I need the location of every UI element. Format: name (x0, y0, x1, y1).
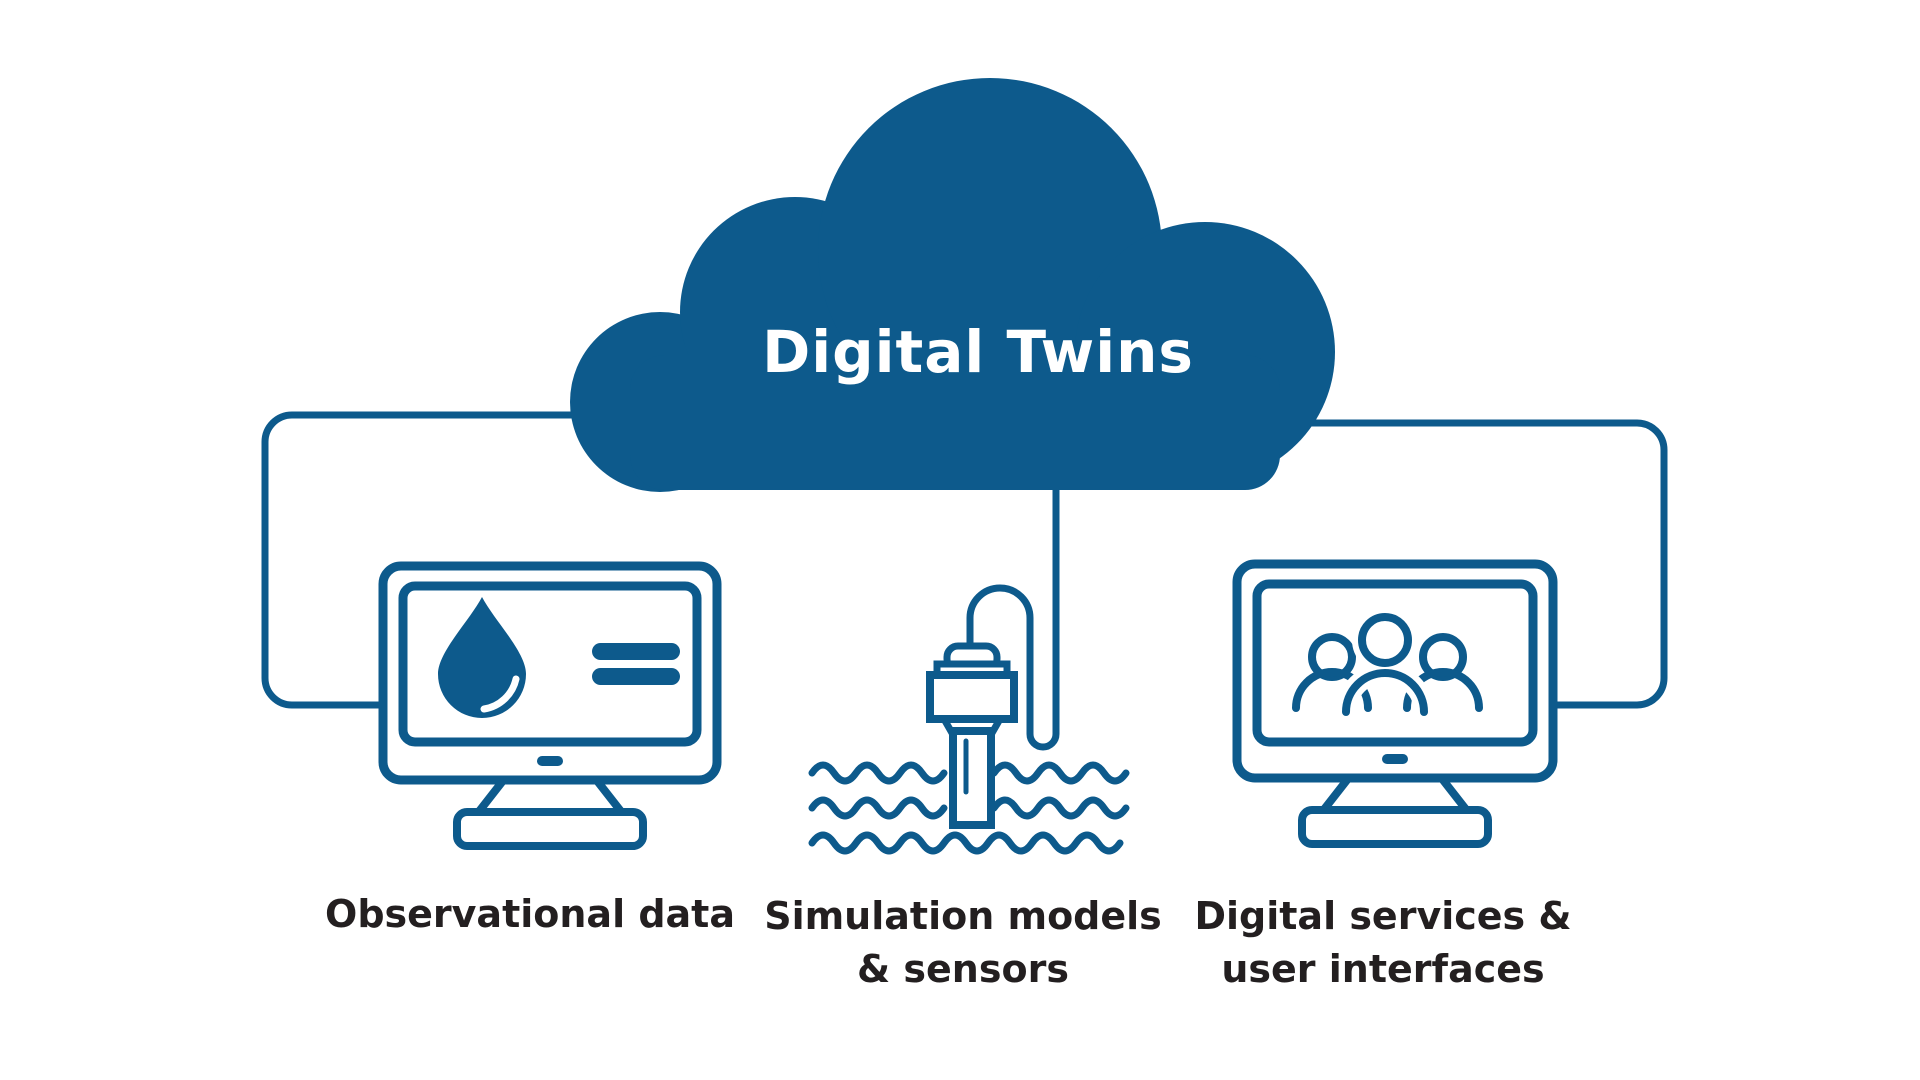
monitor-water-drop-icon (378, 561, 722, 850)
water-drop-icon (438, 597, 526, 718)
label-line: Digital services & (1194, 894, 1572, 938)
monitor-stand-base (1298, 806, 1492, 848)
label-digital-services-user-interfaces: Digital services & user interfaces (1194, 890, 1571, 996)
connector-center-cable (966, 466, 1060, 751)
data-lines-icon (592, 643, 680, 685)
label-line: Simulation models (764, 894, 1162, 938)
label-line: Observational data (325, 892, 735, 936)
monitor-power-dash (537, 756, 563, 766)
label-line: & sensors (857, 947, 1069, 991)
connector-left (261, 411, 624, 709)
monitor-stand-base (453, 808, 647, 850)
connector-right (1286, 419, 1668, 709)
monitor-power-dash (1382, 754, 1408, 764)
users-group-icon (1292, 607, 1483, 722)
monitor-users-icon (1232, 559, 1558, 848)
sensor-body (926, 671, 1018, 723)
label-simulation-models-sensors: Simulation models & sensors (764, 890, 1162, 996)
cloud-title: Digital Twins (762, 318, 1194, 386)
water-waves-icon (808, 761, 1130, 855)
water-sensor-icon (808, 642, 1130, 855)
label-line: user interfaces (1221, 947, 1545, 991)
cloud-shape (570, 78, 1335, 492)
label-observational-data: Observational data (325, 888, 735, 941)
sensor-shaft (949, 727, 995, 829)
